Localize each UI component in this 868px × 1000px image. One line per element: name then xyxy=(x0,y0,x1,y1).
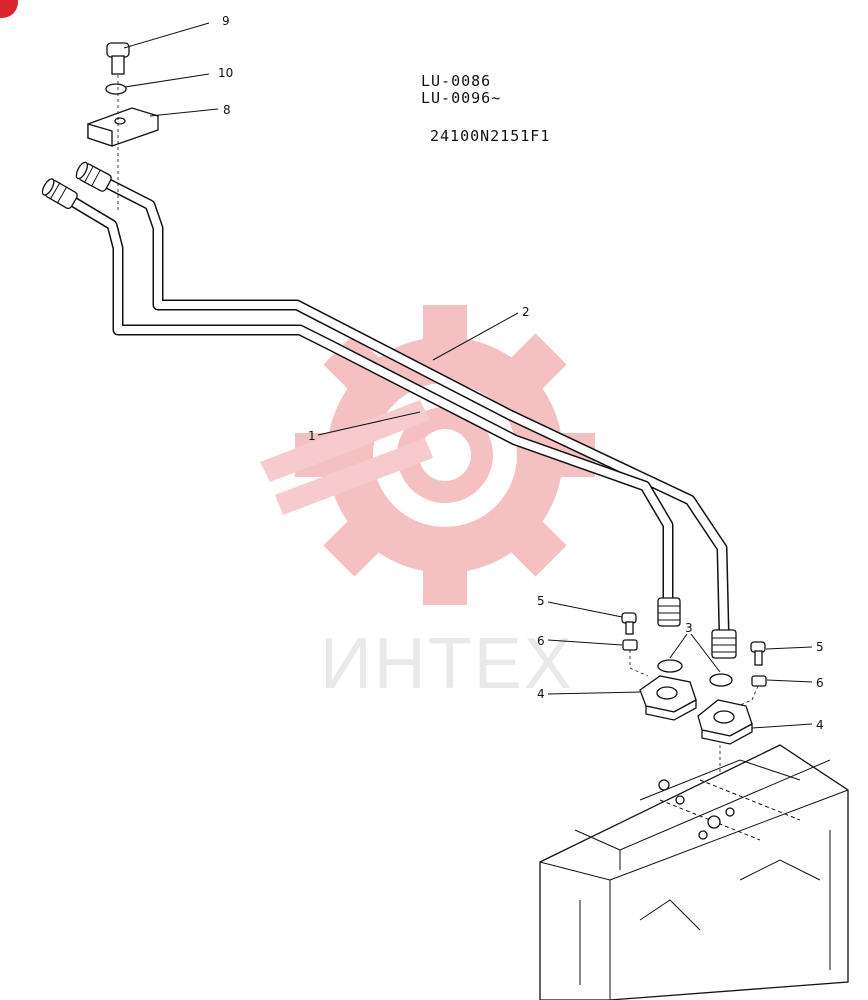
callout-9: 9 xyxy=(222,14,230,28)
o-rings xyxy=(657,659,733,687)
callout-6-right: 6 xyxy=(816,676,824,690)
bolt-right-axis xyxy=(737,685,759,707)
bolt-left-axis xyxy=(629,650,649,677)
model-range-line2: LU-0096~ xyxy=(421,89,501,107)
bolt-5-right xyxy=(750,641,766,666)
callout-5-left: 5 xyxy=(537,594,545,608)
callout-6-left: 6 xyxy=(537,634,545,648)
clamp-8 xyxy=(87,107,159,147)
flange-4-right xyxy=(697,699,753,745)
callout-4-left: 4 xyxy=(537,687,545,701)
callout-5-right: 5 xyxy=(816,640,824,654)
callout-8: 8 xyxy=(223,103,231,117)
watermark-logo xyxy=(260,305,595,605)
assembly-part-number: 24100N2151F1 xyxy=(430,127,550,145)
bolt-9 xyxy=(106,42,130,75)
washer-10 xyxy=(105,83,127,95)
pipe-end-fittings xyxy=(41,161,112,209)
callout-10: 10 xyxy=(218,66,233,80)
callout-3: 3 xyxy=(685,621,693,635)
callout-4-right: 4 xyxy=(816,718,824,732)
corner-mark xyxy=(0,0,18,18)
callout-1: 1 xyxy=(308,429,316,443)
bolt-5-left xyxy=(621,612,637,635)
pipe-2 xyxy=(91,172,730,638)
watermark-text: ИНТЕХ xyxy=(320,624,574,704)
flange-4-left xyxy=(639,675,697,721)
pipe-1 xyxy=(56,189,674,606)
leader-lines xyxy=(123,22,813,729)
callout-2: 2 xyxy=(522,305,530,319)
model-range-line1: LU-0086 xyxy=(421,72,491,90)
pipe-lower-fittings xyxy=(657,597,737,659)
washer-6-left xyxy=(622,639,638,651)
valve-block xyxy=(539,744,849,1000)
washer-6-right xyxy=(751,675,767,687)
